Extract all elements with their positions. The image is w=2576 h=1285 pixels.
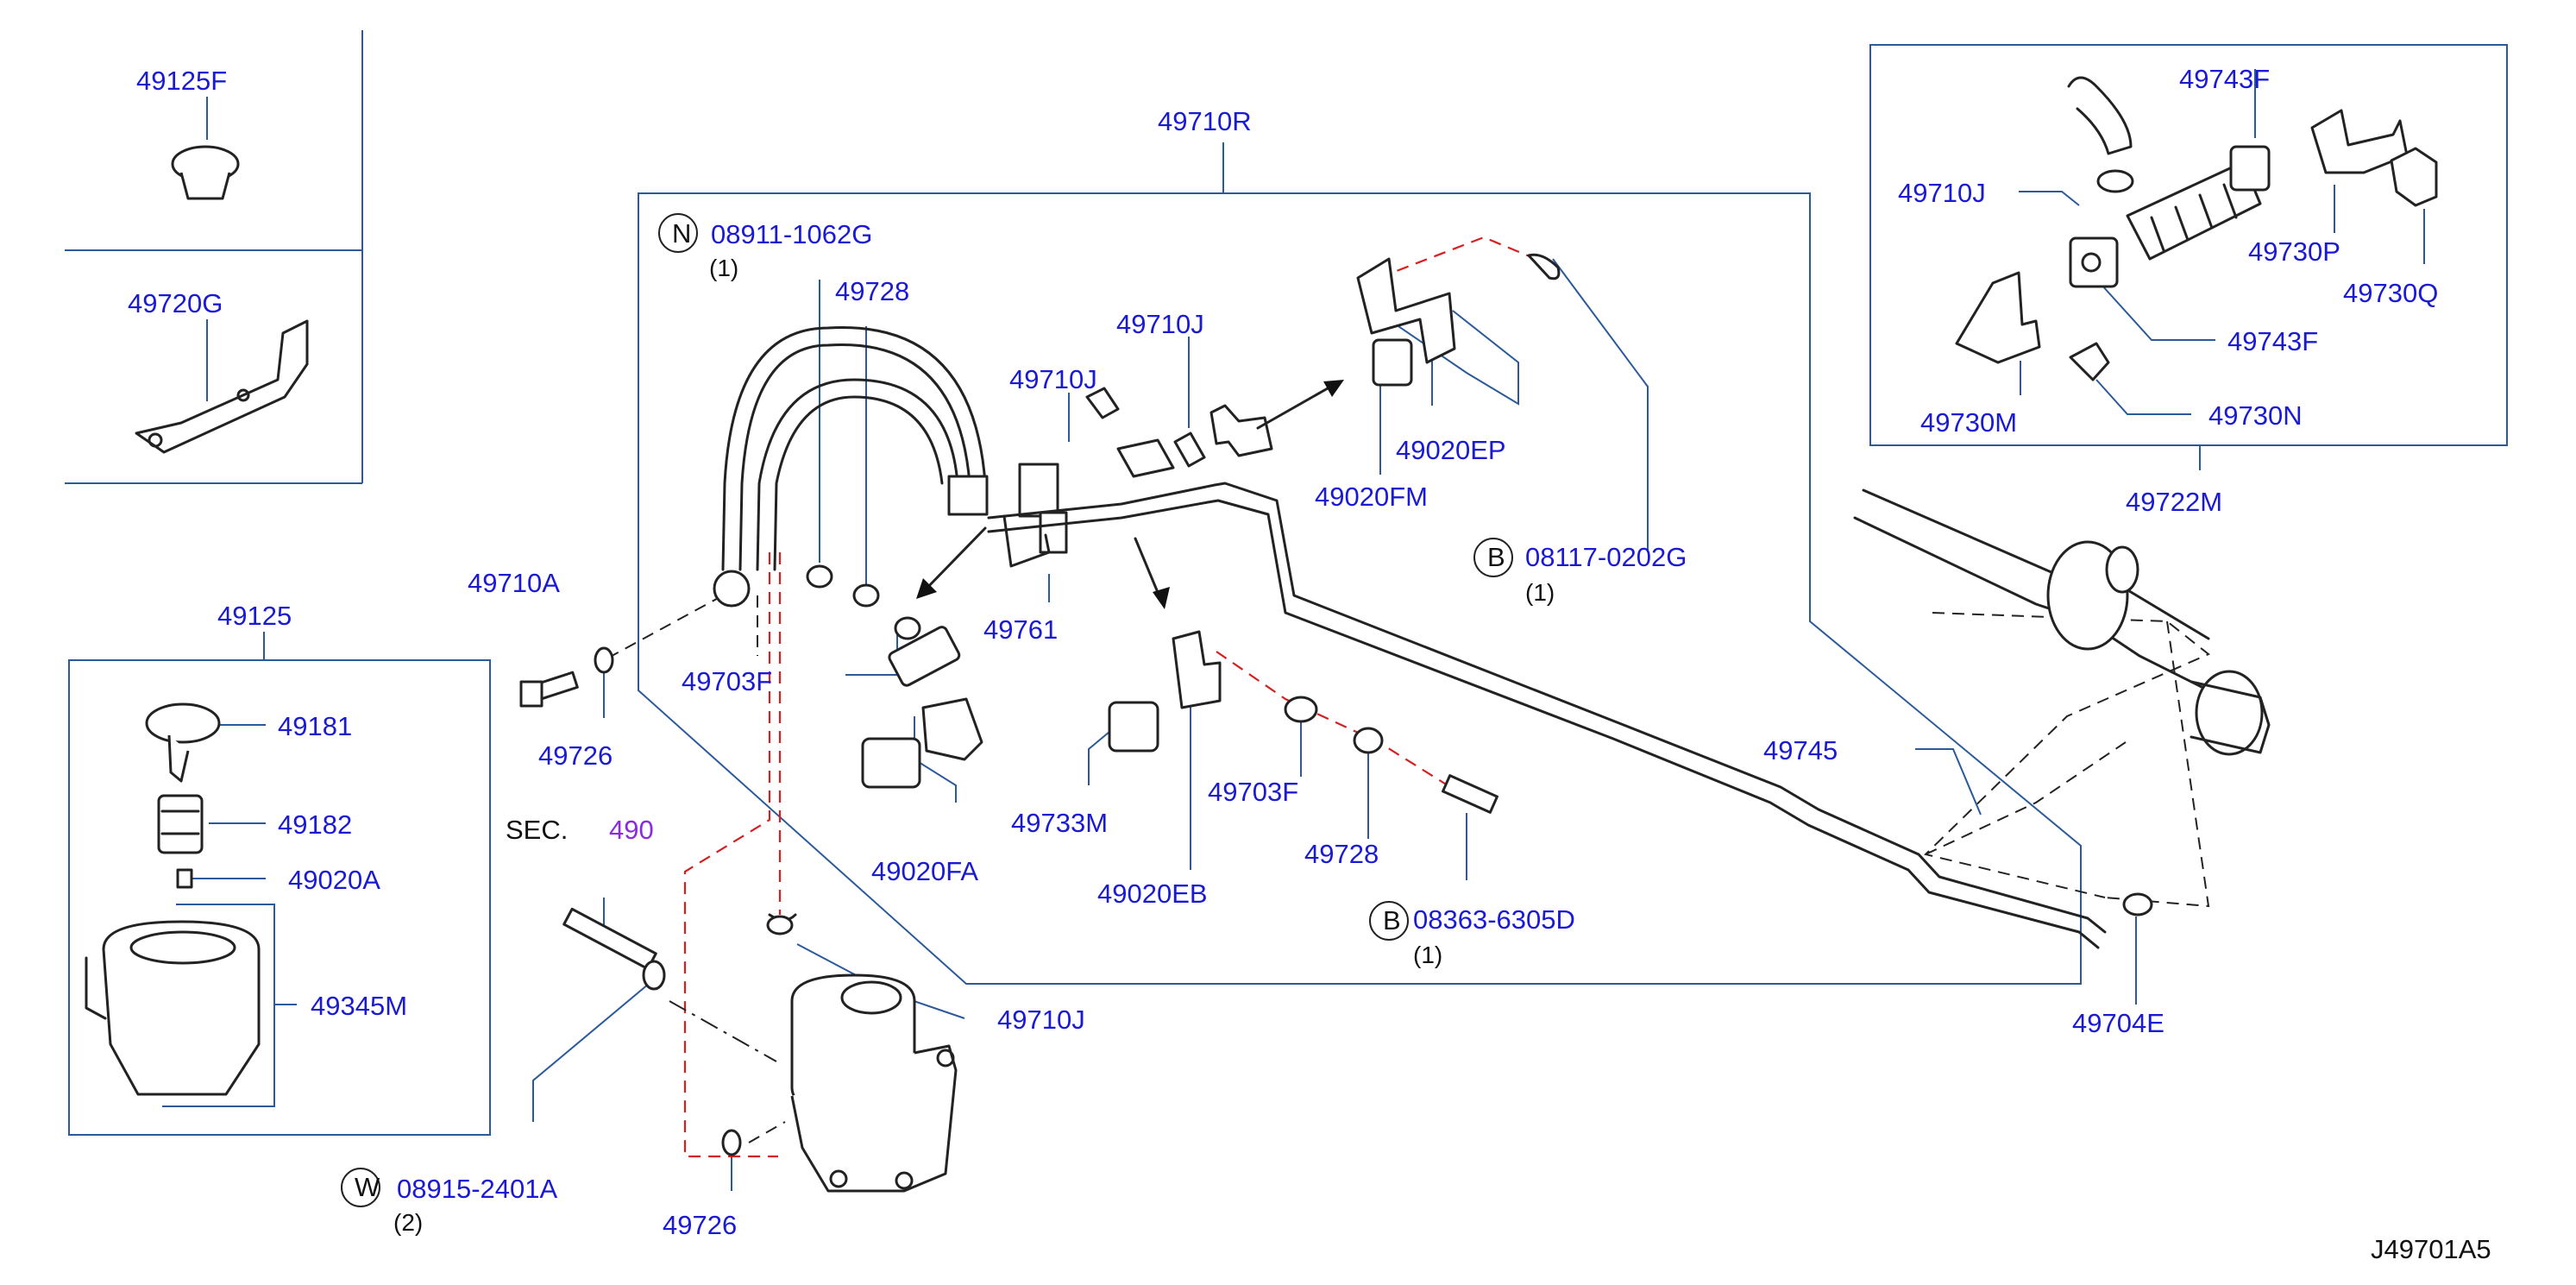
bracket-49720g — [135, 319, 309, 454]
label-49703f-left[interactable]: 49703F — [682, 666, 772, 696]
label-49730n[interactable]: 49730N — [2208, 400, 2303, 431]
fastener-b2-qty: (1) — [1413, 942, 1442, 968]
fastener-symbol-b2 — [1369, 901, 1409, 941]
label-49726-bottom[interactable]: 49726 — [663, 1210, 737, 1240]
fastener-b1-part[interactable]: 08117-0202G — [1525, 542, 1687, 572]
fastener-symbol-w — [341, 1168, 380, 1207]
fastener-symbols — [341, 213, 1513, 1207]
label-49020a[interactable]: 49020A — [288, 865, 380, 895]
label-49733m[interactable]: 49733M — [1011, 808, 1108, 838]
clip-49704e — [2122, 892, 2153, 917]
fastener-n-qty: (1) — [709, 255, 738, 281]
label-49720g[interactable]: 49720G — [128, 288, 223, 318]
reservoir-kit-frame — [68, 659, 491, 1136]
fastener-n-part[interactable]: 08911-1062G — [711, 219, 872, 249]
label-49730p[interactable]: 49730P — [2248, 236, 2340, 267]
label-49710j-b[interactable]: 49710J — [1009, 364, 1097, 394]
fastener-symbol-n — [658, 213, 698, 253]
label-49730m[interactable]: 49730M — [1920, 407, 2017, 438]
label-49704e[interactable]: 49704E — [2072, 1008, 2164, 1038]
diagram-id-code: J49701A5 — [2371, 1234, 2491, 1264]
label-49125[interactable]: 49125 — [217, 601, 292, 631]
label-49761[interactable]: 49761 — [983, 614, 1058, 645]
knob-49125f — [171, 145, 240, 200]
fastener-b1-qty: (1) — [1525, 579, 1555, 606]
inset-frame — [1869, 44, 2508, 446]
fastener-symbol-b1 — [1473, 538, 1513, 577]
label-49020fa[interactable]: 49020FA — [871, 856, 978, 886]
arrows — [916, 380, 1344, 609]
label-49703f-right[interactable]: 49703F — [1208, 777, 1298, 807]
reservoir-tank-49345m — [85, 920, 261, 1096]
section-link-490[interactable]: 490 — [609, 815, 654, 845]
label-49182[interactable]: 49182 — [278, 809, 352, 840]
sec-bolt — [562, 907, 666, 991]
label-49726-left[interactable]: 49726 — [538, 740, 613, 771]
labels: 49125F 49720G 49125 49181 49182 49020A 4… — [128, 64, 2491, 1264]
hose-assembly-frame — [638, 192, 2082, 985]
label-49181[interactable]: 49181 — [278, 711, 352, 741]
label-49020eb[interactable]: 49020EB — [1097, 879, 1208, 909]
strainer-49182 — [157, 794, 204, 854]
top-left-frame — [65, 30, 363, 484]
label-49345m[interactable]: 49345M — [311, 991, 407, 1021]
fastener-b2-part[interactable]: 08363-6305D — [1413, 904, 1575, 935]
steering-rack — [1853, 488, 2271, 756]
label-49710j-a[interactable]: 49710J — [1116, 309, 1204, 339]
fastener-b1-symbol: B — [1487, 542, 1505, 572]
fastener-b2-symbol: B — [1383, 905, 1401, 935]
label-49710r[interactable]: 49710R — [1158, 106, 1252, 136]
label-49125f[interactable]: 49125F — [136, 66, 227, 96]
label-49728-top[interactable]: 49728 — [835, 276, 909, 306]
label-49710j-inset[interactable]: 49710J — [1898, 178, 1986, 208]
pressure-lines — [987, 482, 2107, 949]
label-49745[interactable]: 49745 — [1763, 735, 1838, 765]
label-49020fm[interactable]: 49020FM — [1315, 482, 1428, 512]
fastener-w-qty: (2) — [393, 1209, 423, 1236]
label-49710a[interactable]: 49710A — [468, 568, 560, 598]
section-prefix: SEC. — [506, 815, 568, 845]
inset-parts — [1955, 76, 2438, 381]
label-49743f-bottom[interactable]: 49743F — [2227, 326, 2318, 356]
pump-assembly — [766, 913, 958, 1193]
hose-loop — [713, 326, 987, 608]
fastener-w-symbol: W — [355, 1172, 380, 1202]
label-49710j-c[interactable]: 49710J — [997, 1005, 1085, 1035]
dashed-lines — [603, 236, 2210, 1158]
bolt-49710a — [519, 671, 579, 708]
fastener-w-part[interactable]: 08915-2401A — [397, 1174, 557, 1204]
label-49020ep[interactable]: 49020EP — [1396, 435, 1506, 465]
fastener-n-symbol: N — [672, 218, 691, 249]
screw-49020a — [176, 868, 193, 889]
label-49743f-top[interactable]: 49743F — [2179, 64, 2270, 94]
hose-fittings — [806, 253, 1561, 814]
label-49730q[interactable]: 49730Q — [2343, 278, 2438, 308]
label-49722m[interactable]: 49722M — [2126, 487, 2222, 517]
label-49728-bottom[interactable]: 49728 — [1304, 839, 1379, 869]
reservoir-cap-49181 — [145, 702, 221, 783]
washer-49726 — [594, 646, 742, 1156]
